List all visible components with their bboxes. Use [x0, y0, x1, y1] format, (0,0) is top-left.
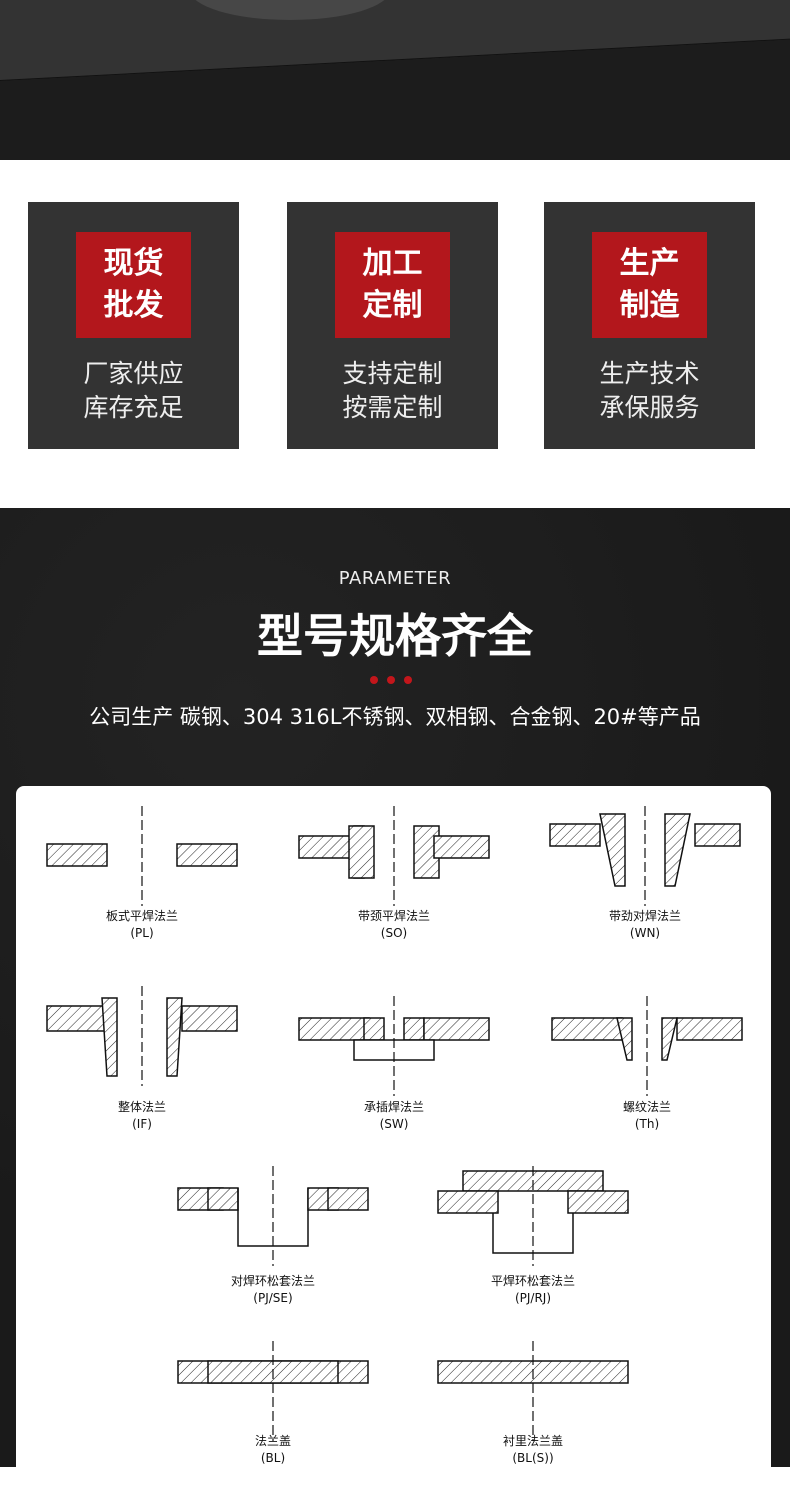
- flange-code: (SW): [379, 1117, 409, 1131]
- desc-line: 生产技术: [599, 359, 700, 388]
- flange-label: 对焊环松套法兰 (PJ/SE): [193, 1273, 353, 1307]
- feature-tag: 生产制造: [592, 232, 707, 338]
- flange-code: (SO): [380, 926, 408, 940]
- flange-label: 带颈平焊法兰 (SO): [314, 908, 474, 942]
- tag-line: 批发: [103, 288, 164, 323]
- flange-code: (BL): [260, 1451, 286, 1465]
- flange-label: 承插焊法兰 (SW): [314, 1099, 474, 1133]
- flange-label: 带劲对焊法兰 (WN): [565, 908, 725, 942]
- desc-line: 库存充足: [83, 393, 184, 422]
- feature-desc: 生产技术承保服务: [544, 357, 755, 425]
- flange-name: 对焊环松套法兰: [230, 1274, 315, 1288]
- hero-banner-image: [0, 0, 790, 160]
- flange-diagram: [547, 996, 747, 1100]
- flange-label: 板式平焊法兰 (PL): [62, 908, 222, 942]
- tag-line: 生产: [619, 246, 680, 281]
- flange-code: (IF): [132, 1117, 152, 1131]
- flange-name: 承插焊法兰: [363, 1100, 424, 1114]
- flange-name: 整体法兰: [117, 1100, 166, 1114]
- decor-dots: [370, 676, 412, 684]
- flange-name: 螺纹法兰: [622, 1100, 671, 1114]
- flange-types-panel: 板式平焊法兰 (PL) 带颈平焊法兰 (SO) 带劲对焊法兰 (WN) 整体法兰 (IF) 承插…: [16, 786, 771, 1486]
- flange-diagram: [173, 1341, 373, 1445]
- section-subtitle: 公司生产 碳钢、304 316L不锈钢、双相钢、合金钢、20#等产品: [89, 705, 701, 729]
- desc-line: 厂家供应: [83, 359, 184, 388]
- flange-diagram: [294, 806, 494, 910]
- feature-card-production: 生产制造 生产技术承保服务: [544, 202, 755, 449]
- flange-name: 平焊环松套法兰: [490, 1274, 575, 1288]
- flange-diagram: [545, 806, 745, 910]
- flange-name: 衬里法兰盖: [502, 1434, 563, 1448]
- flange-diagram: [294, 996, 494, 1100]
- flange-code: (BL(S)): [512, 1451, 554, 1465]
- flange-name: 带颈平焊法兰: [357, 909, 430, 923]
- flange-code: (PJ/RJ): [514, 1291, 552, 1305]
- flange-diagram: [42, 806, 242, 910]
- flange-diagram: [42, 986, 242, 1090]
- feature-tag: 加工定制: [335, 232, 450, 338]
- feature-card-custom: 加工定制 支持定制按需定制: [287, 202, 498, 449]
- flange-label: 螺纹法兰 (Th): [567, 1099, 727, 1133]
- flange-label: 法兰盖 (BL): [193, 1433, 353, 1467]
- feature-tag: 现货批发: [76, 232, 191, 338]
- flange-diagram: [433, 1341, 633, 1445]
- tag-line: 现货: [103, 246, 164, 281]
- flange-code: (Th): [634, 1117, 660, 1131]
- flange-name: 带劲对焊法兰: [608, 909, 681, 923]
- flange-name: 板式平焊法兰: [105, 909, 178, 923]
- desc-line: 按需定制: [342, 393, 443, 422]
- section-eyebrow: PARAMETER: [338, 568, 452, 589]
- parameter-section: PARAMETER 型号规格齐全 公司生产 碳钢、304 316L不锈钢、双相钢…: [0, 508, 790, 1486]
- feature-card-stock: 现货批发 厂家供应库存充足: [28, 202, 239, 449]
- flange-code: (WN): [629, 926, 661, 940]
- tag-line: 加工: [362, 246, 423, 281]
- tag-line: 制造: [619, 288, 680, 323]
- flange-code: (PJ/SE): [253, 1291, 293, 1305]
- desc-line: 承保服务: [599, 393, 700, 422]
- feature-desc: 厂家供应库存充足: [28, 357, 239, 425]
- flange-label: 平焊环松套法兰 (PJ/RJ): [453, 1273, 613, 1307]
- feature-desc: 支持定制按需定制: [287, 357, 498, 425]
- desc-line: 支持定制: [342, 359, 443, 388]
- tag-line: 定制: [362, 288, 423, 323]
- flange-name: 法兰盖: [254, 1434, 291, 1448]
- flange-label: 整体法兰 (IF): [62, 1099, 222, 1133]
- section-title: 型号规格齐全: [257, 609, 533, 663]
- flange-label: 衬里法兰盖 (BL(S)): [453, 1433, 613, 1467]
- flange-diagram: [433, 1166, 633, 1270]
- flange-code: (PL): [130, 926, 154, 940]
- flange-diagram: [173, 1166, 373, 1270]
